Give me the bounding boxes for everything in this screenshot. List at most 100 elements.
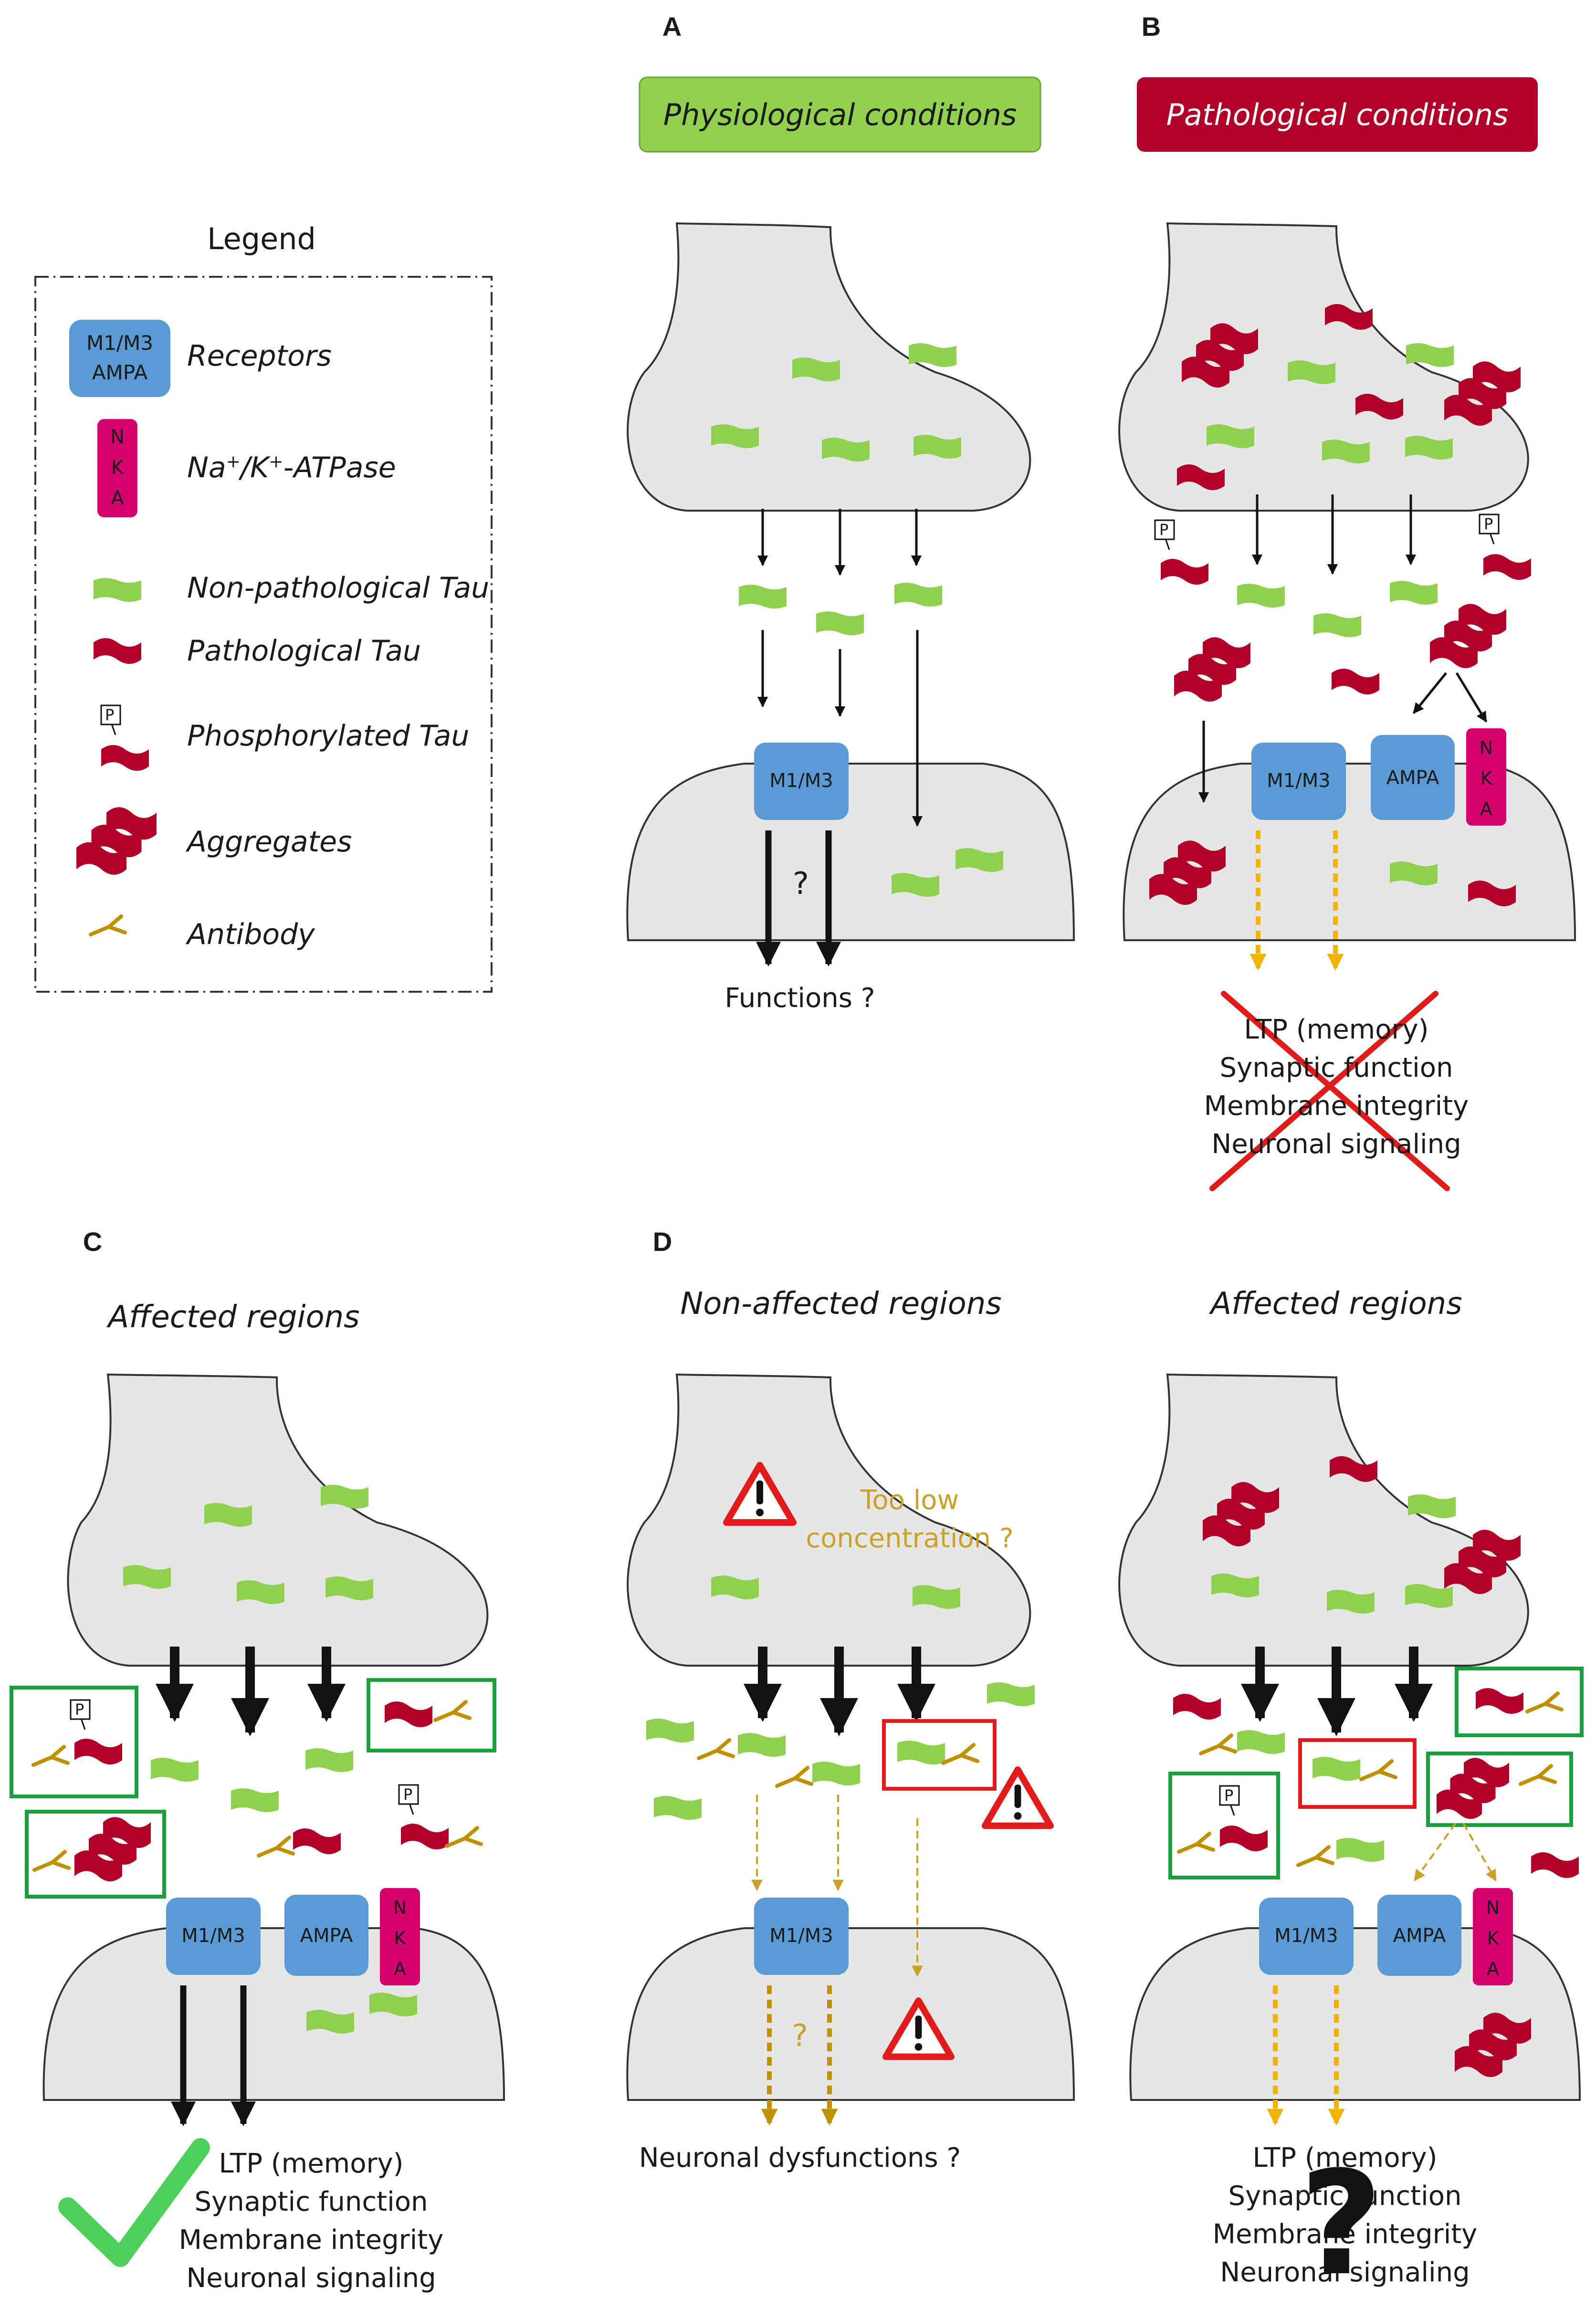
c-function-4: Neuronal signaling <box>186 2263 436 2294</box>
phospho-tag-b2: P <box>1484 515 1493 533</box>
legend <box>34 276 493 993</box>
phospho-tag-d: P <box>1224 1786 1234 1805</box>
legend-pathological-label: Pathological Tau <box>187 634 421 668</box>
ampa-receptor-c <box>284 1895 368 1976</box>
crossed-out-mark <box>1221 991 1450 1191</box>
panel-d-non-affected <box>626 1373 1075 2126</box>
ampa-receptor-b <box>1371 735 1455 820</box>
legend-nka-icon <box>97 419 137 517</box>
presynaptic-terminal-d2 <box>1118 1373 1529 1667</box>
postsynaptic-membrane-d1 <box>626 1927 1075 2101</box>
big-question-mark: ? <box>1299 2141 1383 2307</box>
d-non-affected-regions-title: Non-affected regions <box>680 1286 1002 1322</box>
low-concentration-box <box>882 1719 997 1791</box>
panel-b <box>1118 77 1576 1191</box>
physiological-header-box <box>639 76 1041 153</box>
legend-antibody-icon <box>91 916 125 934</box>
m1m3-receptor-d2 <box>1259 1898 1354 1975</box>
antibody-bound-box-d3 <box>1168 1772 1280 1879</box>
nka-pump-c <box>380 1888 420 1985</box>
ampa-label-c: AMPA <box>300 1925 353 1947</box>
legend-receptor-line2: AMPA <box>92 361 148 384</box>
postsynaptic-membrane-c <box>42 1927 505 2101</box>
nka-a-b: A <box>1480 798 1492 819</box>
antibody-bound-box-c2 <box>367 1678 496 1753</box>
presynaptic-terminal-c <box>67 1373 489 1667</box>
legend-non-pathological-label: Non-pathological Tau <box>187 571 490 605</box>
too-low-line1: Too low <box>860 1485 959 1516</box>
postsynaptic-membrane-b <box>1123 763 1576 941</box>
m1m3-receptor-b <box>1251 743 1346 820</box>
c-affected-regions-title: Affected regions <box>108 1300 360 1335</box>
panel-a <box>626 76 1075 967</box>
antibody-bound-box-d1 <box>1455 1667 1584 1737</box>
antibody-bound-box-c3 <box>25 1810 166 1899</box>
m1m3-receptor-d1 <box>754 1898 849 1975</box>
ampa-label-b: AMPA <box>1386 767 1439 789</box>
pathological-header: Pathological conditions <box>1166 97 1509 132</box>
nka-pump-d2 <box>1473 1888 1513 1985</box>
panel-label-b: B <box>1141 11 1161 42</box>
antibody-bound-box-d2 <box>1426 1752 1573 1827</box>
m1m3-receptor-a <box>754 743 849 820</box>
b-function-3: Membrane integrity <box>1204 1091 1469 1122</box>
legend-receptors-label: Receptors <box>187 339 332 373</box>
c-function-1: LTP (memory) <box>219 2148 404 2179</box>
d-function-3: Membrane integrity <box>1212 2219 1478 2250</box>
legend-pump-label: Na+/K+-ATPase <box>187 451 396 484</box>
panel-d-outcome: Neuronal dysfunctions ? <box>639 2142 961 2173</box>
phospho-tag-c1: P <box>75 1700 84 1719</box>
c-function-3: Membrane integrity <box>178 2225 444 2256</box>
nka-a-d2: A <box>1487 1958 1499 1979</box>
nka-n-d2: N <box>1486 1897 1500 1918</box>
physiological-header: Physiological conditions <box>663 97 1017 132</box>
legend-phospho-tag-text: P <box>105 706 115 724</box>
legend-receptor-icon <box>69 320 170 397</box>
panel-label-d: D <box>652 1227 672 1257</box>
panel-a-outcome: Functions ? <box>724 983 875 1014</box>
ampa-label-d2: AMPA <box>1393 1925 1446 1947</box>
antibody-bound-box-c1 <box>10 1686 138 1798</box>
phospho-tag-b1: P <box>1159 521 1169 539</box>
m1m3-label-a: M1/M3 <box>769 770 833 792</box>
nka-k-b: K <box>1480 768 1492 789</box>
legend-antibody-label: Antibody <box>187 918 315 951</box>
nka-a-c: A <box>394 1958 406 1979</box>
m1m3-receptor-c <box>166 1898 261 1975</box>
nka-k-c: K <box>394 1928 406 1949</box>
m1m3-label-b: M1/M3 <box>1267 770 1331 792</box>
check-icon <box>58 2138 210 2267</box>
postsynaptic-membrane-a <box>626 763 1075 941</box>
nka-k-d2: K <box>1487 1928 1499 1949</box>
legend-aggregates-label: Aggregates <box>187 825 352 859</box>
ampa-receptor-d2 <box>1377 1895 1461 1976</box>
legend-box <box>34 276 493 993</box>
panel-a-question-mark: ? <box>793 866 809 902</box>
d-function-4: Neuronal signaling <box>1220 2257 1470 2288</box>
legend-phosphorylated-tau-icon <box>101 745 149 771</box>
b-function-2: Synaptic function <box>1219 1052 1453 1083</box>
b-function-1: LTP (memory) <box>1244 1014 1429 1045</box>
legend-nka-a: A <box>111 487 124 509</box>
d-function-2: Synaptic function <box>1228 2181 1462 2212</box>
legend-non-pathological-tau-icon <box>94 578 141 602</box>
panel-c <box>10 1373 505 2267</box>
nka-pump-b <box>1466 728 1506 826</box>
d-affected-regions-title: Affected regions <box>1210 1286 1462 1322</box>
phospho-tag-c2: P <box>403 1785 413 1804</box>
nka-n-c: N <box>393 1897 407 1918</box>
panel-d-question-mark: ? <box>792 2018 808 2054</box>
d-function-1: LTP (memory) <box>1252 2142 1438 2173</box>
too-low-line2: concentration ? <box>806 1523 1014 1554</box>
panel-d-affected <box>1118 1373 1584 2126</box>
legend-title: Legend <box>207 221 316 256</box>
presynaptic-terminal-d1 <box>627 1373 1031 1667</box>
legend-aggregates-icon <box>76 807 157 875</box>
c-function-2: Synaptic function <box>194 2186 428 2217</box>
panel-label-a: A <box>662 11 682 42</box>
pathological-header-box <box>1137 77 1538 152</box>
legend-nka-n: N <box>110 426 125 448</box>
low-concentration-box-d2 <box>1298 1738 1417 1809</box>
legend-pathological-tau-icon <box>94 638 141 664</box>
b-function-4: Neuronal signaling <box>1211 1129 1461 1160</box>
